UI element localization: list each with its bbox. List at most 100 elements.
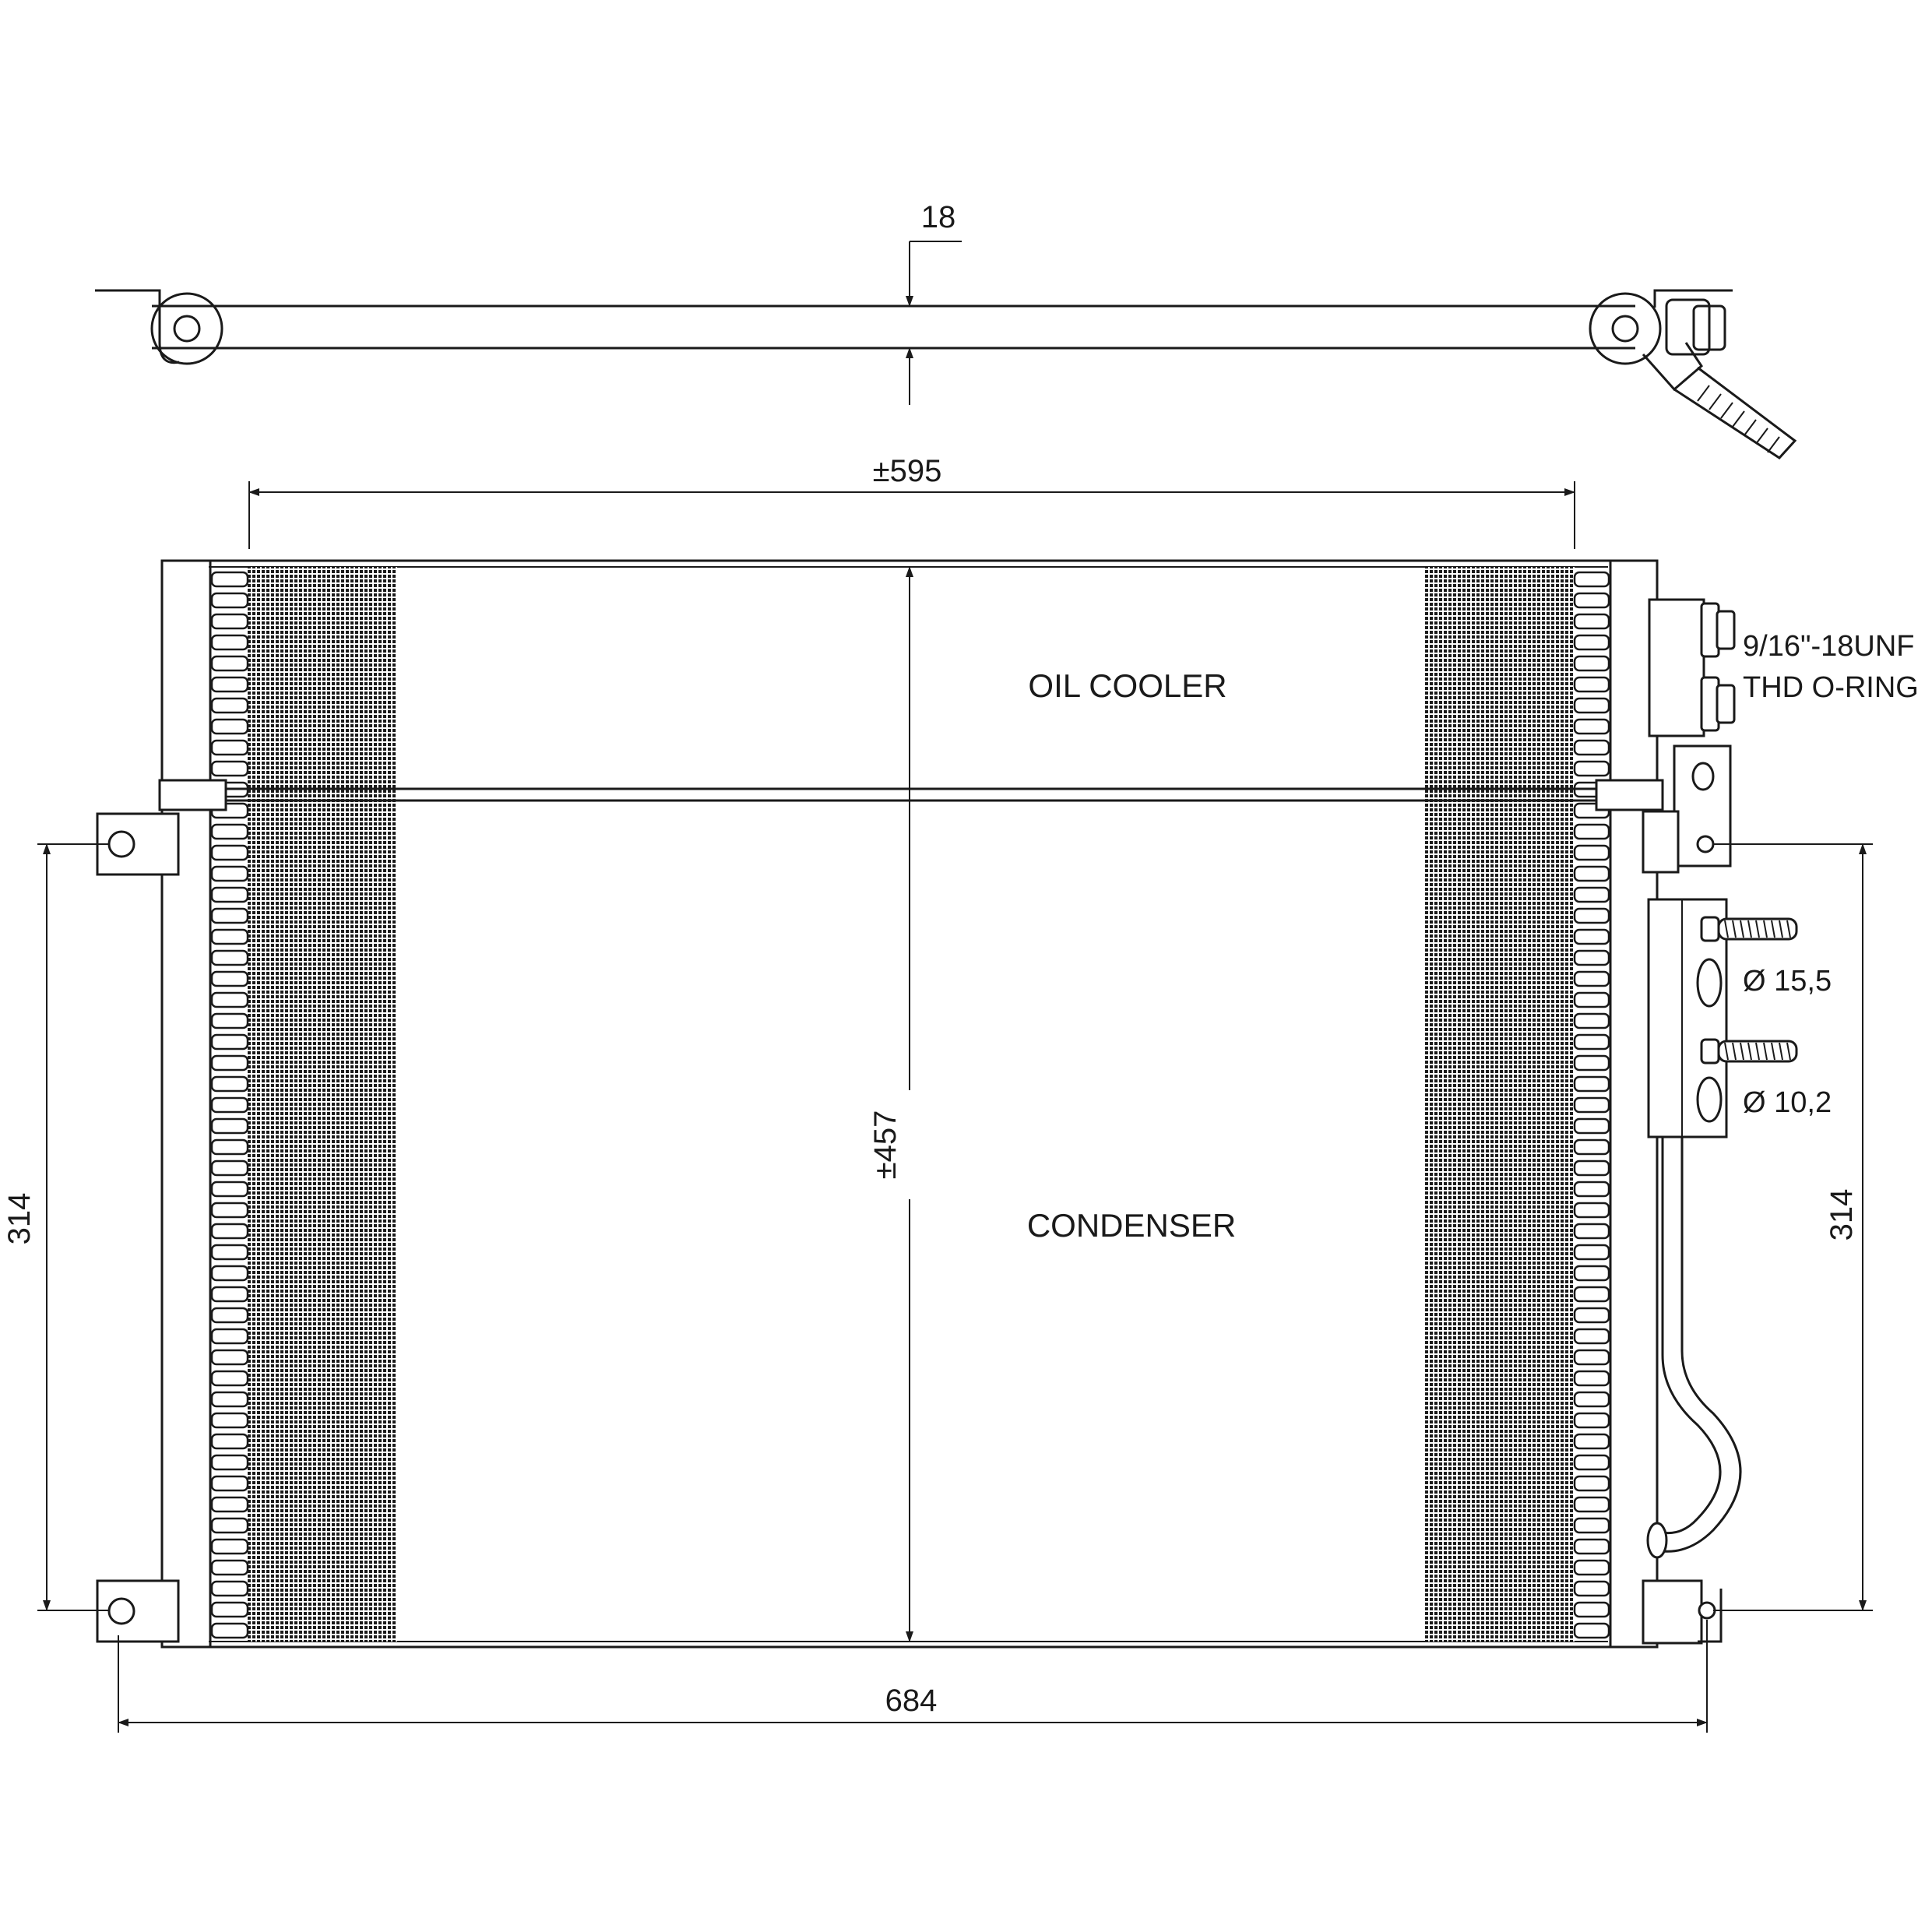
stud-thread-line: [1786, 920, 1791, 938]
right-tube-end: [1573, 739, 1610, 756]
stud-thread-line: [1771, 920, 1775, 938]
right-tube-end: [1573, 1265, 1610, 1282]
left-tube-end: [210, 991, 249, 1008]
left-tube-end: [210, 1349, 249, 1366]
right-tube-end: [1573, 1181, 1610, 1198]
left-tube-end: [210, 676, 249, 693]
left-tube-end: [210, 697, 249, 714]
stud-thread-line: [1755, 920, 1760, 938]
core-width-dimension: ±595: [248, 454, 1575, 549]
left-tube-end: [210, 1265, 249, 1282]
right-tube-end: [1573, 1580, 1610, 1597]
left-tube-end: [210, 1181, 249, 1198]
right-tube-end: [1573, 1328, 1610, 1345]
oil-fitting-upper-cap: [1716, 610, 1736, 650]
right-tube-end: [1573, 655, 1610, 672]
left-tube-end: [210, 886, 249, 903]
right-tube-end: [1573, 1075, 1610, 1093]
right-tube-end: [1573, 1601, 1610, 1618]
left-tube-end: [210, 655, 249, 672]
left-tube-end: [210, 823, 249, 840]
left-tube-end: [210, 949, 249, 966]
right-top-tank: [1589, 292, 1662, 365]
stud-thread-line: [1755, 1042, 1760, 1061]
left-tube-end: [210, 1160, 249, 1177]
right-divider-baffle: [1595, 779, 1664, 811]
right-lower-bracket-hole: [1698, 1601, 1716, 1620]
right-top-stud-threads: [1697, 385, 1780, 453]
right-top-pipe-elbow: [1642, 342, 1703, 392]
thickness-dimension-label: 18: [921, 200, 956, 234]
left-tube-end: [210, 1517, 249, 1534]
overall-width-dimension: 684: [118, 1620, 1708, 1733]
left-tube-end: [210, 1538, 249, 1555]
top-view: 18: [95, 200, 1797, 459]
right-tube-end: [1573, 1349, 1610, 1366]
right-tube-end: [1573, 571, 1610, 588]
left-tube-end: [210, 1307, 249, 1324]
right-tube-end: [1573, 949, 1610, 966]
left-upper-mount-bracket: [96, 812, 180, 876]
core-width-label: ±595: [873, 454, 942, 488]
right-tube-end: [1573, 760, 1610, 777]
right-tube-end: [1573, 1033, 1610, 1050]
right-tube-end: [1573, 1454, 1610, 1471]
stud-thread-line: [1779, 1042, 1783, 1061]
front-view: ±457 OIL COOLER CONDENSER 9/16"-18UNF TH…: [96, 559, 1919, 1649]
left-tube-end: [210, 1033, 249, 1050]
left-tube-end: [210, 907, 249, 924]
right-tube-end: [1573, 1096, 1610, 1114]
left-divider-baffle: [158, 779, 227, 811]
left-tube-end: [210, 1244, 249, 1261]
stud-thread-line: [1763, 920, 1768, 938]
left-tube-end: [210, 1559, 249, 1576]
left-tube-end: [210, 718, 249, 735]
right-top-bracket: [1653, 289, 1733, 308]
right-tube-end: [1573, 886, 1610, 903]
right-lower-bracket-tab: [1698, 1589, 1723, 1643]
left-tube-end: [210, 1328, 249, 1345]
left-tube-end: [210, 1117, 249, 1135]
right-lower-bracket-plate: [1642, 1579, 1703, 1645]
right-upper-bracket-pin: [1696, 835, 1715, 853]
stud-thread-line: [1779, 920, 1783, 938]
right-tube-end: [1573, 1475, 1610, 1492]
core-height-label-bg: [880, 1090, 939, 1199]
right-tube-end: [1573, 1433, 1610, 1450]
port-small-opening: [1696, 1076, 1723, 1123]
right-lower-mount-bracket: [1642, 1579, 1723, 1645]
right-tube-end: [1573, 907, 1610, 924]
left-lower-mount-bracket: [96, 1579, 180, 1643]
right-tube-end: [1573, 1138, 1610, 1156]
stud-threads: [1724, 920, 1791, 1061]
right-tube-end: [1573, 1517, 1610, 1534]
right-tube-end: [1573, 676, 1610, 693]
right-tube-end: [1573, 1286, 1610, 1303]
left-tube-end: [210, 613, 249, 630]
upper-stud-base: [1700, 916, 1720, 942]
stud-thread-line: [1763, 1042, 1768, 1061]
left-tube-end: [210, 1622, 249, 1639]
left-tube-end: [210, 1075, 249, 1093]
left-tube-end: [210, 1412, 249, 1429]
oil-fitting-lower-cap: [1716, 684, 1736, 724]
port-large-opening: [1696, 958, 1723, 1008]
condenser-label: CONDENSER: [1027, 1207, 1236, 1244]
right-tube-end: [1573, 697, 1610, 714]
oil-cooler-label: OIL COOLER: [1028, 667, 1226, 704]
left-tube-end: [210, 865, 249, 882]
left-tube-end: [210, 634, 249, 651]
right-tube-end: [1573, 970, 1610, 987]
right-tube-end: [1573, 1622, 1610, 1639]
right-spacing-label: 314: [1825, 1189, 1859, 1241]
right-bracket-spacing-dimension: 314: [1713, 843, 1873, 1611]
left-tube-end: [210, 571, 249, 588]
right-top-threaded-stud: [1673, 366, 1797, 459]
left-tube-end: [210, 844, 249, 861]
refrigerant-pipe-inner: [1662, 1137, 1742, 1553]
left-bracket-spacing-dimension: 314: [2, 843, 109, 1611]
right-fin-block: [1425, 567, 1575, 1642]
stud-thread-line: [1740, 1042, 1744, 1061]
right-tube-end: [1573, 1202, 1610, 1219]
